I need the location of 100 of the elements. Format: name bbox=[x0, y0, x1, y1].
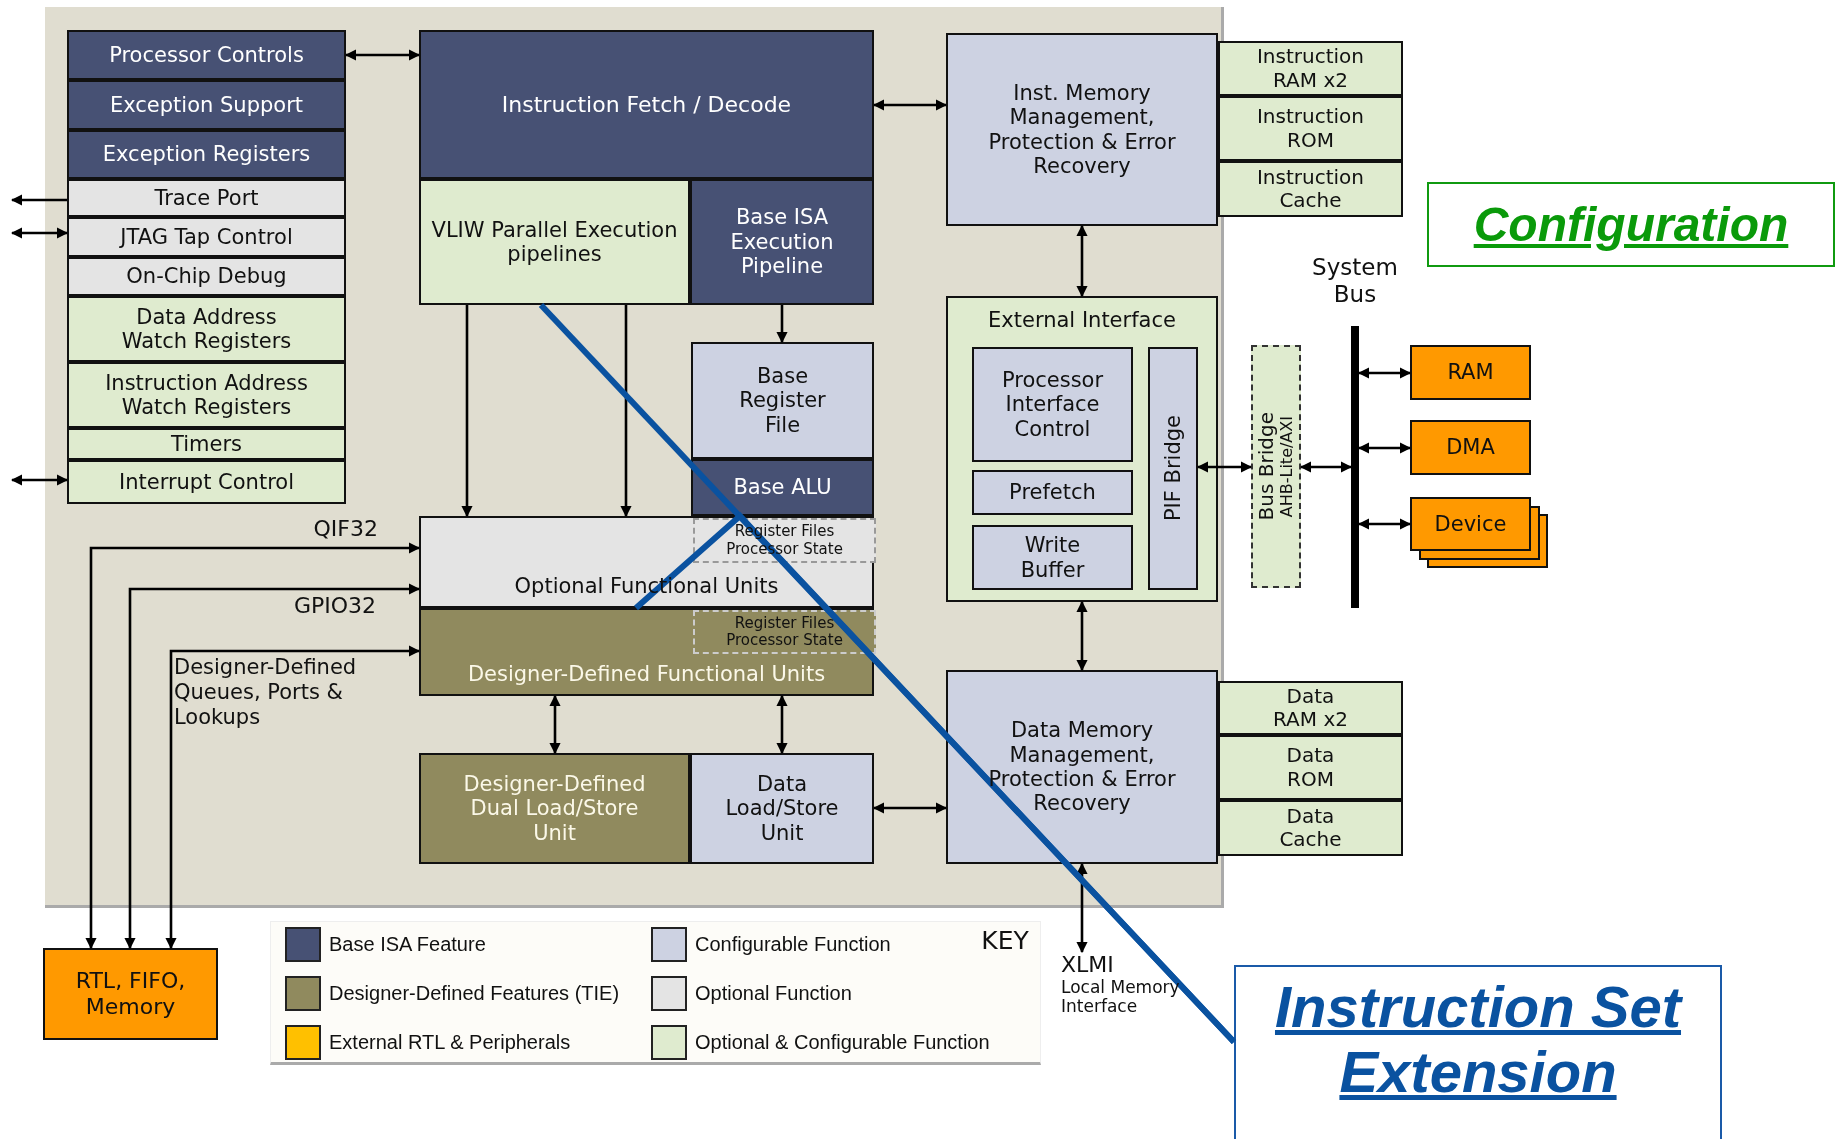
double-arrow bbox=[776, 694, 788, 755]
callout-title: Configuration bbox=[1473, 196, 1789, 253]
block-label: Write Buffer bbox=[1019, 533, 1086, 582]
block-label: Trace Port bbox=[154, 185, 259, 211]
register-state-block bbox=[693, 610, 876, 654]
register-state-block bbox=[693, 518, 876, 563]
legend-label: External RTL & Peripherals bbox=[329, 1031, 571, 1055]
double-arrow bbox=[1357, 367, 1412, 379]
double-arrow bbox=[165, 645, 421, 950]
legend-label: Configurable Function bbox=[695, 933, 891, 957]
block-label: Inst. Memory Management, Protection & Error Recovery bbox=[987, 80, 1177, 179]
block-label: DMA bbox=[1446, 435, 1495, 460]
double-arrow bbox=[124, 583, 421, 950]
double-arrow bbox=[549, 694, 561, 755]
double-arrow bbox=[85, 542, 421, 950]
block-label: Instruction ROM bbox=[1255, 105, 1365, 152]
optional-config-block bbox=[1218, 681, 1403, 735]
block-label: AHB-Lite/AXI bbox=[1278, 415, 1297, 518]
external-block bbox=[1410, 420, 1531, 475]
designer-block bbox=[419, 608, 874, 696]
block-label: Base ISA Execution Pipeline bbox=[729, 205, 835, 279]
edge-label: QIF32 bbox=[312, 516, 378, 542]
optional-block bbox=[419, 516, 874, 608]
base-isa-block bbox=[67, 130, 346, 179]
double-arrow bbox=[1357, 442, 1412, 454]
interface-label: Local Memory Interface bbox=[1061, 977, 1181, 1017]
optional-config-block bbox=[67, 296, 346, 362]
block-label: PIF Bridge bbox=[1160, 415, 1186, 522]
base-isa-block bbox=[67, 30, 346, 80]
edge-label: GPIO32 bbox=[292, 593, 376, 619]
signal-label: Designer-Defined Queues, Ports & Lookups bbox=[174, 655, 358, 730]
double-arrow bbox=[1357, 518, 1412, 530]
double-arrow bbox=[1076, 862, 1088, 954]
block-label: Designer-Defined Dual Load/Store Unit bbox=[462, 771, 647, 846]
optional-config-block bbox=[419, 179, 690, 305]
block-label: JTAG Tap Control bbox=[120, 224, 293, 250]
leader-line bbox=[634, 511, 1237, 1045]
base-isa-block bbox=[419, 30, 874, 179]
block-label: Device bbox=[1434, 511, 1507, 537]
legend-label: Designer-Defined Features (TIE) bbox=[329, 982, 620, 1006]
configurable-block bbox=[691, 342, 874, 459]
arrow bbox=[461, 305, 473, 518]
configurable-block bbox=[946, 33, 1218, 226]
legend-label: Base ISA Feature bbox=[329, 933, 486, 957]
block-label: Data Cache bbox=[1278, 804, 1343, 852]
optional-block bbox=[67, 217, 346, 257]
optional-config-block bbox=[1218, 96, 1403, 161]
optional-config-block bbox=[67, 362, 346, 428]
block-label: Data Memory Management, Protection & Error Recovery bbox=[987, 718, 1177, 816]
block-label: Data ROM bbox=[1285, 744, 1336, 791]
legend-label: Optional Function bbox=[695, 982, 852, 1006]
designer-block bbox=[419, 753, 690, 864]
base-isa-block bbox=[691, 459, 874, 516]
double-arrow bbox=[1076, 224, 1088, 298]
block-label: Processor Interface Control bbox=[1000, 367, 1105, 442]
optional-config-block bbox=[1218, 161, 1403, 217]
block-label: Interrupt Control bbox=[119, 469, 294, 495]
optional-config-block bbox=[1218, 800, 1403, 856]
block-label: RAM bbox=[1447, 360, 1494, 385]
optional-config-block bbox=[1218, 41, 1403, 96]
block-label: Instruction Fetch / Decode bbox=[501, 91, 792, 118]
configurable-block bbox=[1148, 347, 1198, 590]
external-block bbox=[1410, 345, 1531, 400]
optional-config-block bbox=[1218, 735, 1403, 800]
external-block bbox=[1410, 497, 1531, 551]
arrow bbox=[620, 305, 632, 518]
block-label: Base Register File bbox=[738, 363, 827, 438]
block-label: Data Load/Store Unit bbox=[724, 771, 840, 846]
double-arrow bbox=[872, 99, 948, 111]
block-label: Data RAM x2 bbox=[1272, 684, 1349, 732]
legend-heading: KEY bbox=[980, 926, 1030, 956]
double-arrow bbox=[344, 49, 421, 61]
configurable-block bbox=[972, 470, 1133, 515]
callout-frame bbox=[1234, 965, 1722, 1139]
callout-title: Instruction Set Extension bbox=[1274, 975, 1684, 1105]
optional-config-block bbox=[67, 428, 346, 460]
block-label: Bus Bridge bbox=[1255, 412, 1279, 521]
block-label: Register Files Processor State bbox=[725, 614, 844, 650]
bus-bridge-block bbox=[1251, 345, 1301, 588]
double-arrow bbox=[1076, 600, 1088, 672]
block-label: Base ALU bbox=[733, 475, 832, 500]
bus-label: System Bus bbox=[1311, 254, 1399, 309]
block-label: Exception Support bbox=[109, 92, 303, 118]
block-label: Instruction RAM x2 bbox=[1255, 45, 1365, 92]
optional-config-block bbox=[946, 296, 1218, 602]
double-arrow bbox=[1299, 461, 1353, 473]
double-arrow bbox=[1196, 461, 1253, 473]
block-label: On-Chip Debug bbox=[126, 264, 287, 289]
configurable-block bbox=[972, 347, 1133, 462]
block-label: Instruction Cache bbox=[1255, 165, 1365, 213]
block-label: Timers bbox=[171, 431, 242, 457]
arrow bbox=[10, 194, 67, 206]
block-label: Processor Controls bbox=[109, 42, 304, 68]
optional-block bbox=[67, 179, 346, 217]
group-heading: External Interface bbox=[988, 308, 1176, 333]
optional-block bbox=[67, 257, 346, 296]
base-isa-block bbox=[67, 80, 346, 130]
double-arrow bbox=[872, 802, 948, 814]
configurable-block bbox=[972, 525, 1133, 590]
arrow bbox=[776, 305, 788, 344]
